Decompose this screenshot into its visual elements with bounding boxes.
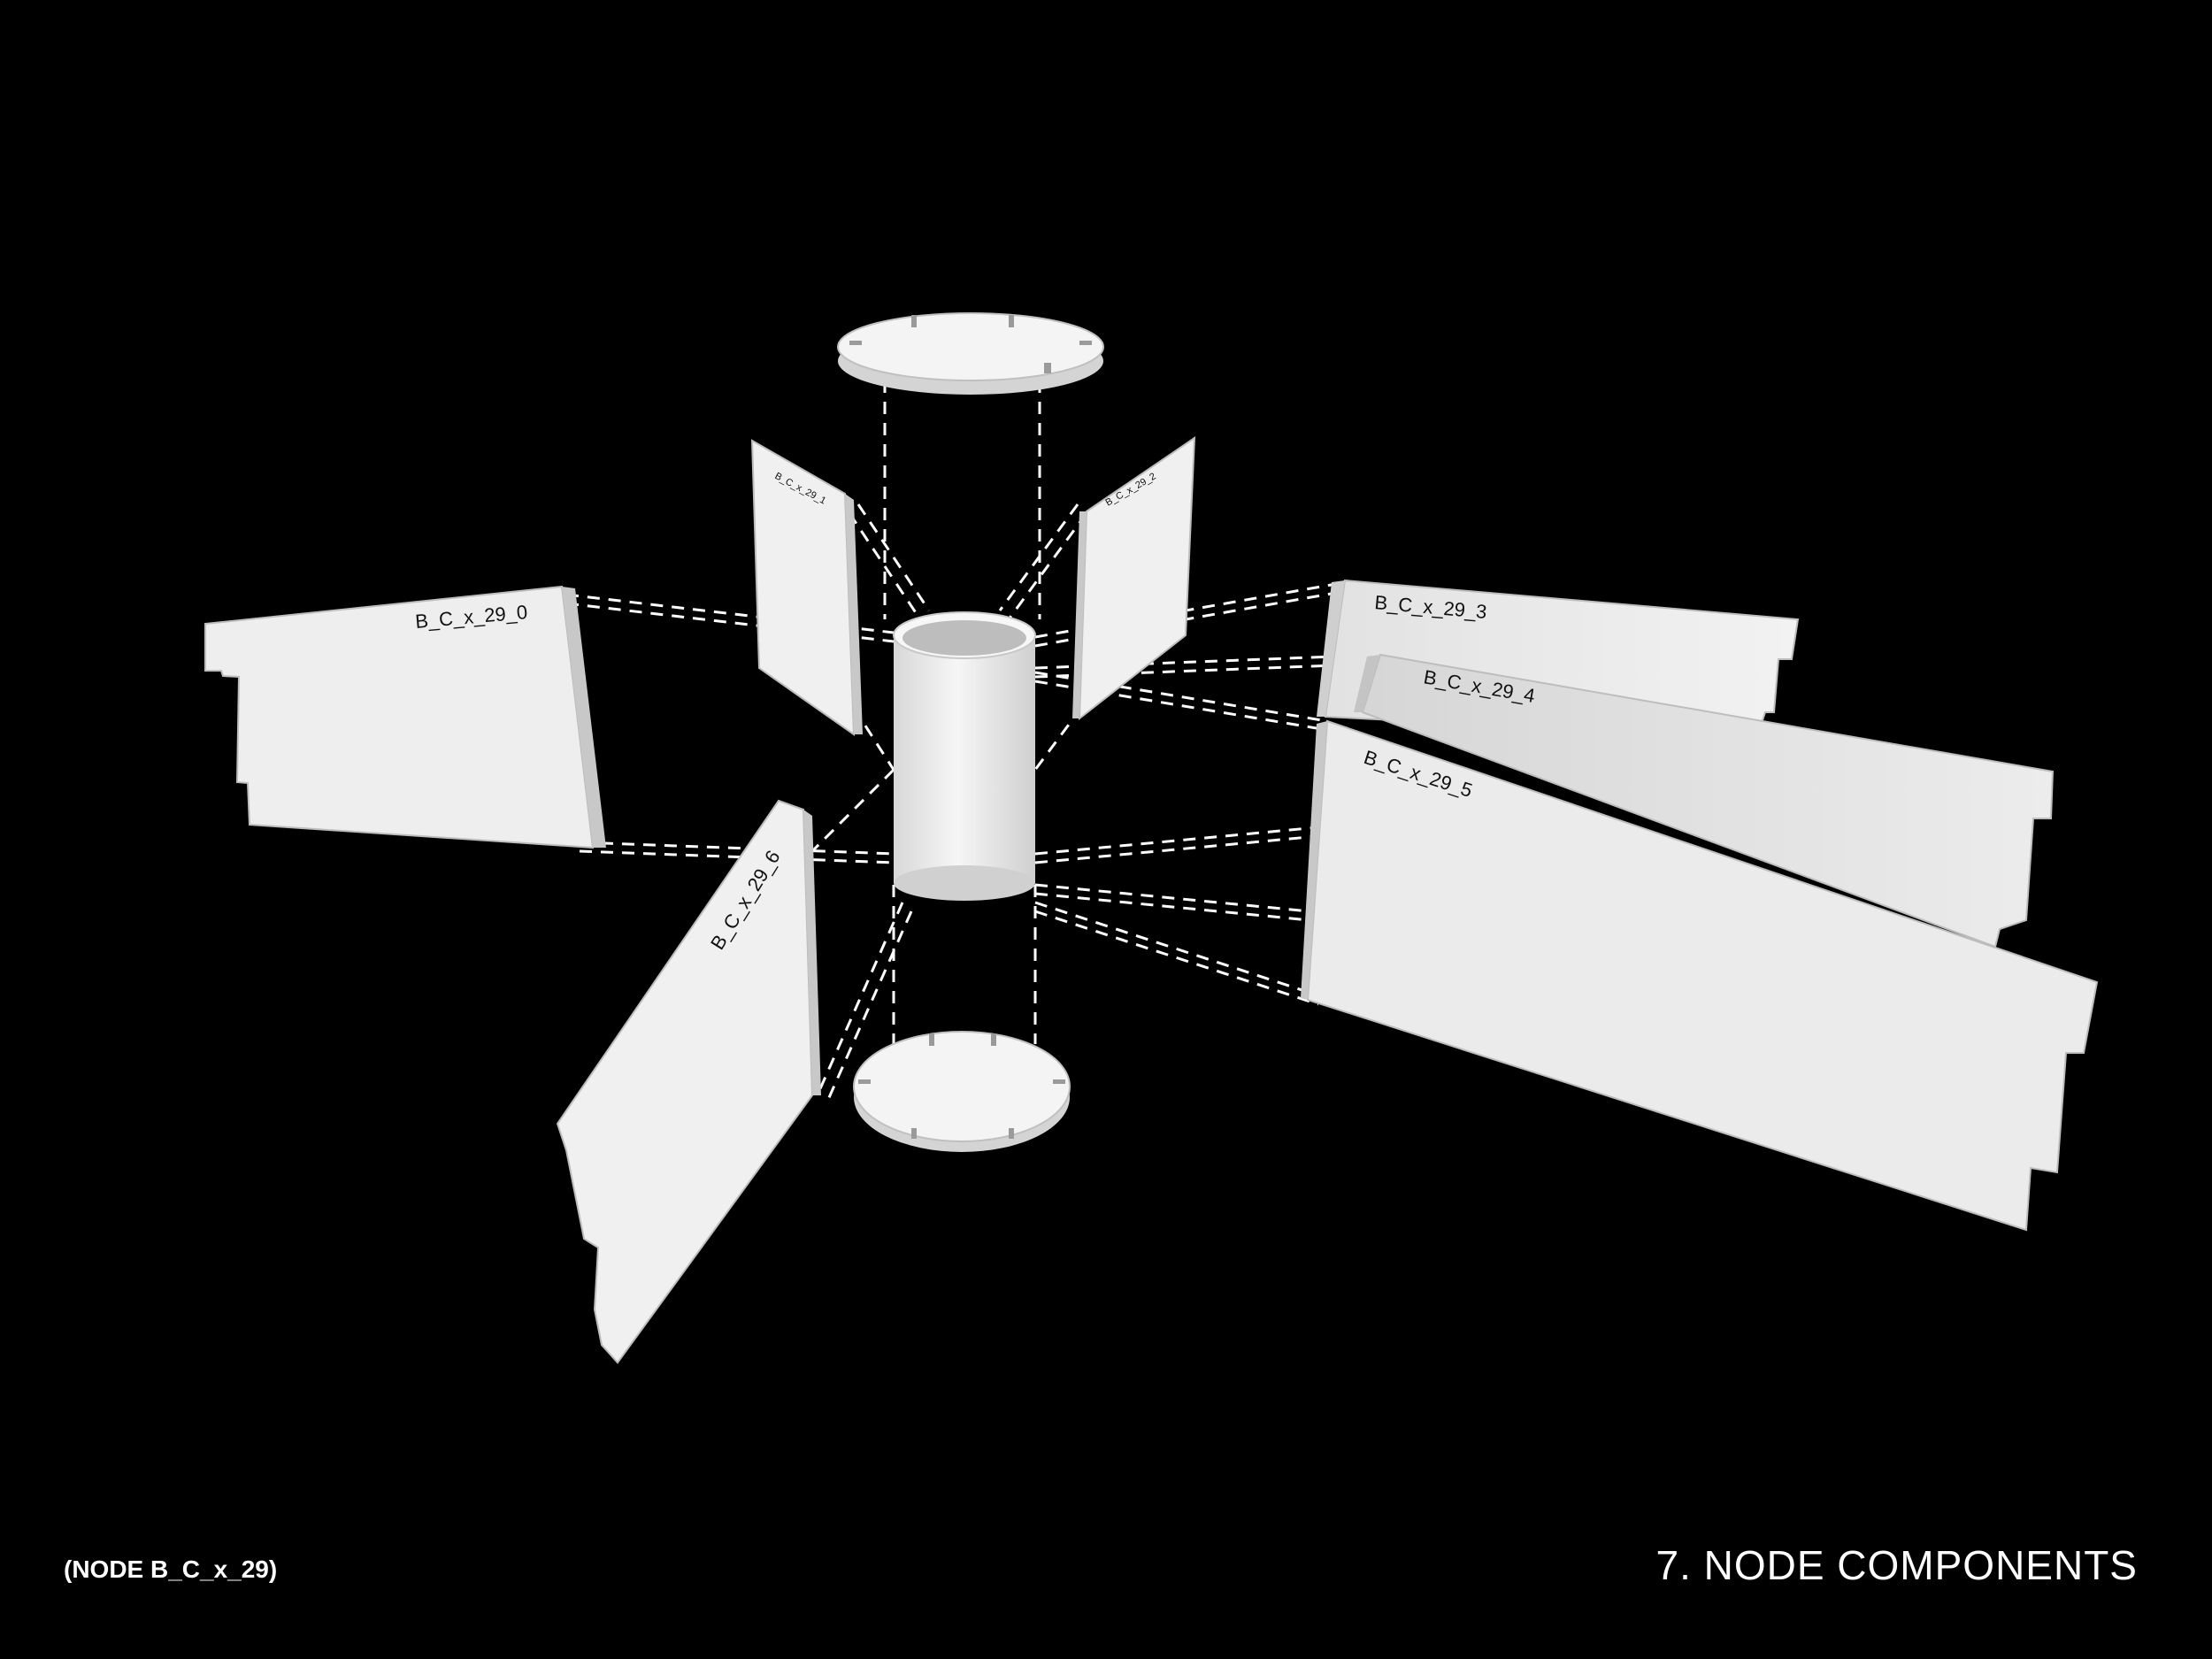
panel-b-c-x-29-1: B_C_x_29_1 bbox=[750, 439, 863, 736]
connector-line bbox=[1034, 834, 1319, 864]
top-disc bbox=[837, 312, 1104, 395]
connector-line bbox=[1034, 653, 1381, 670]
bottom-disc bbox=[853, 1031, 1071, 1152]
panel-face bbox=[556, 799, 814, 1364]
cylinder-opening bbox=[902, 620, 1026, 656]
disc-notch bbox=[849, 341, 862, 345]
disc-notch bbox=[1044, 363, 1051, 373]
connector-line bbox=[1034, 892, 1310, 922]
connector-line bbox=[579, 849, 895, 864]
connector-line bbox=[1034, 826, 1319, 856]
connector-line bbox=[998, 503, 1079, 611]
panel-b-c-x-29-0: B_C_x_29_0 bbox=[204, 585, 606, 849]
panel-edge bbox=[562, 587, 606, 848]
disc-notch bbox=[991, 1033, 996, 1046]
disc-notch bbox=[1009, 315, 1014, 327]
panel-edge bbox=[1301, 721, 1327, 1000]
panel-edge bbox=[1072, 511, 1087, 718]
disc-face bbox=[853, 1031, 1071, 1142]
panel-edge bbox=[803, 810, 821, 1095]
connector-line bbox=[1007, 512, 1088, 620]
cylinder-body bbox=[894, 635, 1035, 883]
panel-face bbox=[204, 585, 595, 849]
disc-notch bbox=[911, 1128, 917, 1139]
disc-notch bbox=[1079, 341, 1092, 345]
connector-line bbox=[826, 910, 913, 1102]
section-title: 7. NODE COMPONENTS bbox=[1655, 1542, 2138, 1588]
connector-line bbox=[817, 902, 904, 1094]
panel-edge bbox=[1317, 580, 1345, 717]
connector-line bbox=[1033, 707, 1083, 771]
connector-line bbox=[856, 503, 931, 611]
panel-edge bbox=[1354, 655, 1380, 712]
panel-b-c-x-29-6: B_C_x_29_6 bbox=[556, 799, 821, 1364]
panel-b-c-x-29-2: B_C_x_29_2 bbox=[1072, 436, 1196, 721]
connector-line bbox=[808, 768, 895, 856]
disc-notch bbox=[1053, 1079, 1065, 1084]
panel-edge bbox=[845, 494, 863, 734]
panel-b-c-x-29-5: B_C_x_29_5 bbox=[1301, 719, 2099, 1232]
disc-notch bbox=[911, 315, 917, 327]
node-caption: (NODE B_C_x_29) bbox=[64, 1555, 278, 1583]
disc-notch bbox=[929, 1033, 934, 1046]
connector-line bbox=[1034, 901, 1319, 997]
panel-face bbox=[1306, 719, 2099, 1232]
panel-face bbox=[1361, 653, 2055, 949]
connector-line bbox=[579, 841, 895, 856]
central-cylinder bbox=[893, 611, 1036, 901]
disc-face bbox=[837, 312, 1104, 381]
connector-line bbox=[1034, 883, 1310, 913]
disc-notch bbox=[1009, 1128, 1014, 1139]
connector-line bbox=[1034, 910, 1319, 1006]
connector-line bbox=[848, 512, 922, 620]
disc-notch bbox=[858, 1079, 871, 1084]
cylinder-base bbox=[894, 865, 1035, 901]
